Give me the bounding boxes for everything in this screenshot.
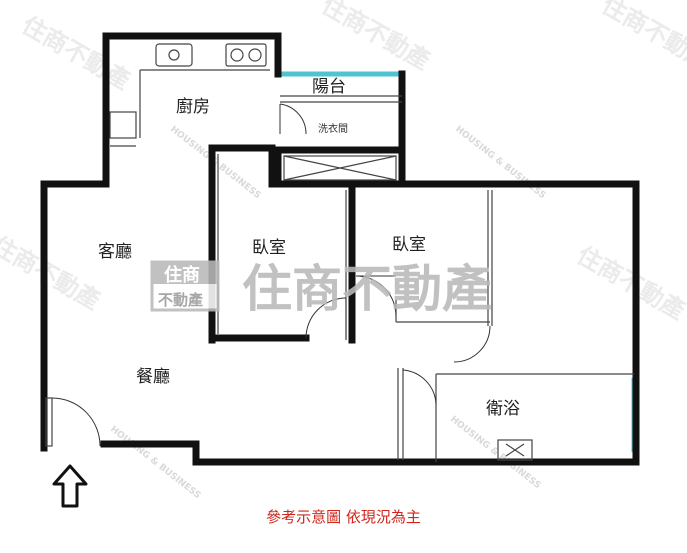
stove-icon bbox=[225, 43, 267, 67]
door-bedroom1 bbox=[305, 297, 347, 339]
watermark-diagonal-3: HOUSING & BUSINESS bbox=[448, 414, 542, 491]
door-bathroom bbox=[402, 369, 437, 405]
disclaimer-caption: 參考示意圖 依現況為主 bbox=[266, 508, 421, 526]
entrance-arrow-icon bbox=[52, 464, 88, 508]
laundry-closet bbox=[283, 155, 397, 181]
watermark-main-text: 住商不動產 bbox=[242, 260, 492, 318]
sink-icon bbox=[155, 43, 193, 67]
door-entrance bbox=[51, 397, 101, 447]
doors bbox=[45, 103, 491, 447]
watermark-corner-mid: 住商不動產 bbox=[317, 0, 435, 75]
label-balcony: 陽台 bbox=[312, 77, 346, 97]
label-bathroom: 衛浴 bbox=[486, 399, 520, 419]
watermark-corner-right: 住商不動產 bbox=[572, 241, 687, 325]
door-closet bbox=[453, 325, 491, 363]
watermark-corner-topright: 住商不動產 bbox=[597, 0, 687, 75]
label-bedroom2: 臥室 bbox=[392, 235, 426, 255]
label-living: 客廳 bbox=[98, 242, 132, 262]
watermark-main: 住商 不動產 住商不動產 bbox=[150, 260, 492, 318]
watermark-diagonal-2: HOUSING & BUSINESS bbox=[453, 124, 547, 201]
label-bedroom1: 臥室 bbox=[252, 238, 286, 258]
watermark-badge-top: 住商 bbox=[164, 264, 200, 286]
bath-fixture bbox=[497, 439, 533, 461]
watermark-corner-left: 住商不動產 bbox=[0, 231, 105, 315]
door-laundry bbox=[279, 103, 307, 135]
label-dining: 餐廳 bbox=[136, 367, 170, 387]
watermark-corner-top: 住商不動產 bbox=[17, 11, 135, 95]
watermark-badge-bottom: 不動產 bbox=[158, 291, 203, 309]
walls bbox=[40, 32, 640, 466]
label-laundry: 洗衣間 bbox=[318, 122, 348, 135]
label-kitchen: 廚房 bbox=[176, 96, 210, 117]
door-bedroom2 bbox=[355, 275, 397, 317]
watermark-diagonal-4: HOUSING & BUSINESS bbox=[108, 424, 202, 501]
room-labels: 廚房 陽台 洗衣間 客廳 臥室 臥室 餐廳 衛浴 bbox=[98, 77, 520, 419]
